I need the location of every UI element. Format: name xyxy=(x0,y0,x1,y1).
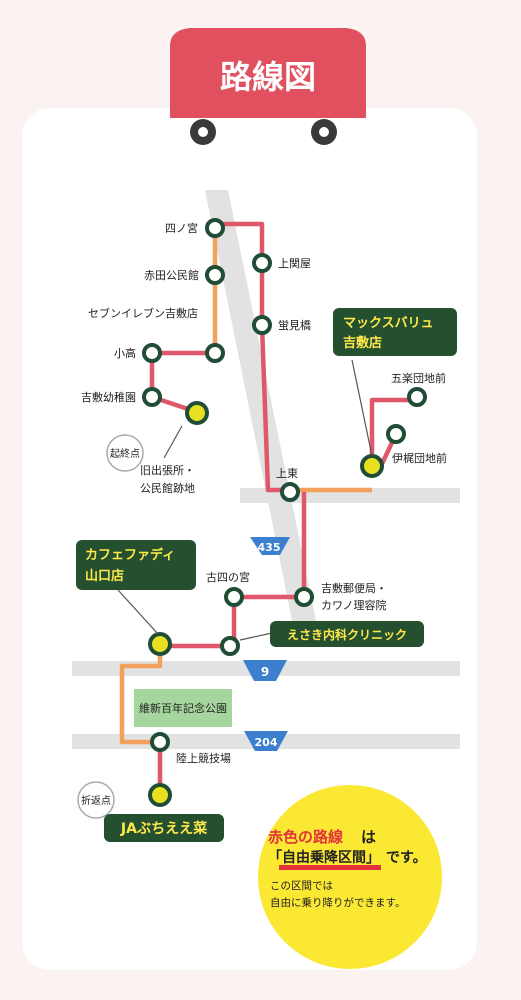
stop-label-seven: セブンイレブン吉敷店 xyxy=(88,306,198,320)
header-bus xyxy=(170,28,366,145)
note-free-section: 「自由乗降区間」 xyxy=(268,849,380,866)
svg-text:9: 9 xyxy=(261,665,269,679)
note-circle xyxy=(258,785,442,969)
stop-label-ikajidanchi: 伊梶団地前 xyxy=(392,451,447,465)
svg-text:起終点: 起終点 xyxy=(110,447,140,460)
svg-text:えさき内科クリニック: えさき内科クリニック xyxy=(287,627,407,642)
stop-label-kamisekiya: 上関屋 xyxy=(278,257,311,270)
svg-text:435: 435 xyxy=(258,541,281,554)
pointer-cafe xyxy=(117,589,159,635)
stop-shinomiya xyxy=(205,218,225,238)
stop-label-yoshiki-yochien: 吉敷幼稚園 xyxy=(81,390,136,404)
road-badge-204: 204 xyxy=(244,731,288,751)
terminal-kyudesho xyxy=(185,401,209,425)
callout-esaki: えさき内科クリニック xyxy=(270,621,424,647)
callout-maxvalu: マックスバリュ 吉敷店 xyxy=(333,308,457,356)
stop-label-kamihigashi: 上東 xyxy=(276,467,298,480)
stop-ikajidanchi xyxy=(386,424,406,444)
note-red-line: 赤色の路線 xyxy=(268,828,343,846)
pointer-kyudesho xyxy=(163,425,183,459)
stop-yoshiki-yochien xyxy=(142,387,162,407)
stop-kotaka xyxy=(142,343,162,363)
road-badge-435: 435 xyxy=(250,537,290,555)
svg-text:折返点: 折返点 xyxy=(81,794,111,807)
svg-text:マックスバリュ: マックスバリュ xyxy=(343,316,434,331)
stop-esaki xyxy=(220,636,240,656)
terminal-cafe xyxy=(148,632,172,656)
stop-kamihigashi xyxy=(280,482,300,502)
svg-text:JAぶちええ菜: JAぶちええ菜 xyxy=(120,820,208,837)
stop-kamisekiya xyxy=(252,253,272,273)
stop-akada xyxy=(205,265,225,285)
route-red-east-upper xyxy=(215,221,290,493)
note-line4: 自由に乗り降りができます。 xyxy=(270,896,405,909)
note-underline xyxy=(279,865,381,870)
route-red-loop xyxy=(149,350,215,415)
stop-label-yubinkyoku-2: カワノ理容院 xyxy=(321,598,386,612)
stop-label-akada: 赤田公民館 xyxy=(144,268,199,282)
svg-text:カフェファディ: カフェファディ xyxy=(85,547,175,563)
route-orange-south xyxy=(119,646,163,745)
stop-label-yubinkyoku-1: 吉敷郵便局・ xyxy=(321,581,387,595)
stop-label-kotaka: 小高 xyxy=(114,346,136,360)
stops xyxy=(142,218,427,752)
svg-text:吉敷店: 吉敷店 xyxy=(343,335,382,351)
stop-label-hotarumi: 蛍見橋 xyxy=(278,318,311,332)
page-title: 路線図 xyxy=(220,58,316,96)
stop-hotarumi xyxy=(252,315,272,335)
park-area xyxy=(134,689,232,727)
tag-kishuten: 起終点 xyxy=(106,434,144,472)
callout-ja: JAぶちええ菜 xyxy=(104,814,224,842)
pointer-maxvalu xyxy=(351,359,373,457)
stop-label-rikujo: 陸上競技場 xyxy=(176,751,231,765)
diagonal-road xyxy=(205,190,320,640)
terminal-ja xyxy=(148,783,172,807)
road-badge-9: 9 xyxy=(243,660,287,681)
stop-label-gorakudanchi: 五楽団地前 xyxy=(391,371,446,385)
stop-label-shinomiya: 四ノ宮 xyxy=(165,221,198,235)
stop-label-kyudesho-2: 公民館跡地 xyxy=(140,481,195,495)
tag-orikaeshi: 折返点 xyxy=(77,781,115,819)
stop-label-koshinomiya: 古四の宮 xyxy=(206,570,250,584)
callout-cafe: カフェファディ 山口店 xyxy=(76,540,196,590)
terminals xyxy=(148,401,384,807)
stop-rikujo xyxy=(150,732,170,752)
svg-text:山口店: 山口店 xyxy=(85,568,124,584)
park-label: 維新百年記念公園 xyxy=(139,701,227,715)
stop-label-kyudesho-1: 旧出張所・ xyxy=(140,463,195,477)
note-line3: この区間では xyxy=(270,880,333,892)
stop-koshinomiya xyxy=(224,587,244,607)
terminal-maxvalu xyxy=(360,454,384,478)
note-line2-rest: です。 xyxy=(386,850,427,866)
route-red-yubinkyoku xyxy=(231,492,307,646)
pointer-esaki xyxy=(239,632,273,641)
stop-seven xyxy=(205,343,225,363)
stop-gorakudanchi xyxy=(407,387,427,407)
stop-yubinkyoku xyxy=(294,587,314,607)
svg-text:204: 204 xyxy=(255,736,278,749)
note-line1-rest: は xyxy=(361,828,376,846)
